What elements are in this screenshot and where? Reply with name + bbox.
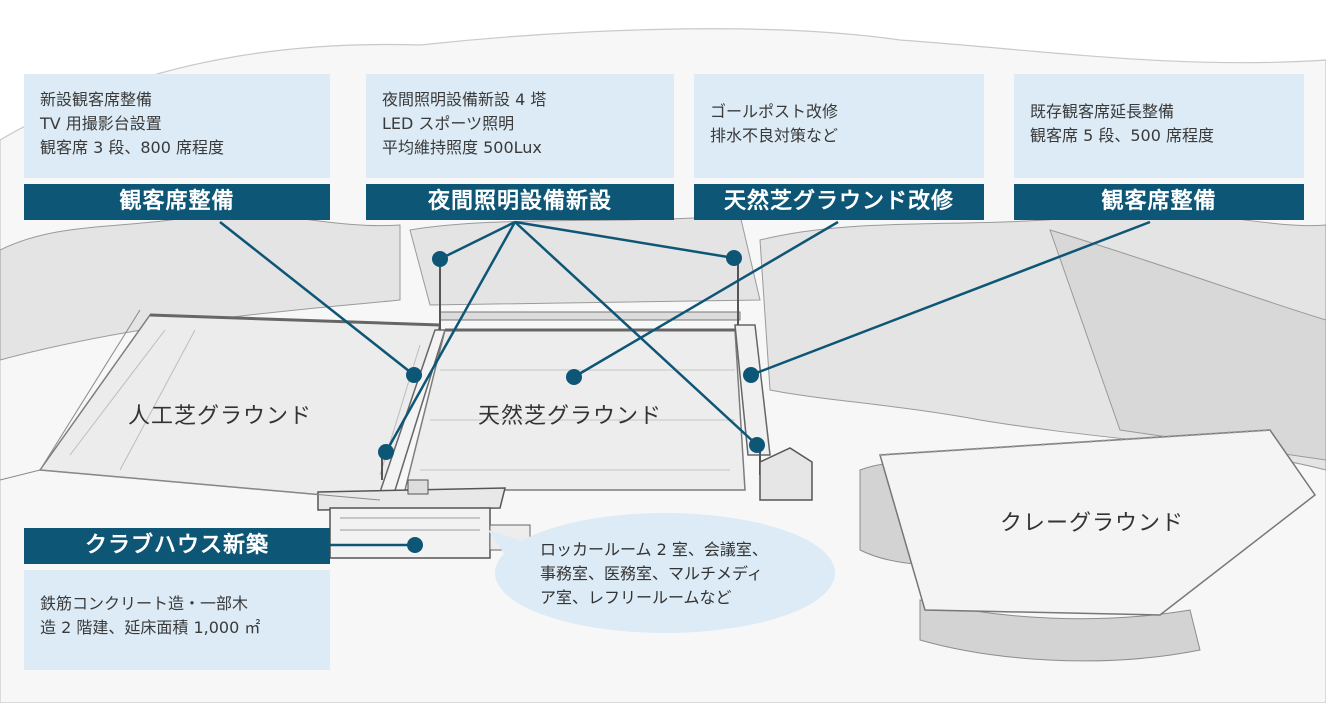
info-box-existing-stand: 既存観客席延長整備 観客席 5 段、500 席程度 bbox=[1014, 74, 1304, 178]
natural-turf-field bbox=[404, 311, 746, 491]
info-line: 夜間照明設備新設 4 塔 bbox=[382, 90, 547, 109]
label-clay-ground: クレーグラウンド bbox=[1000, 511, 1185, 536]
label-stand-new: 観客席整備 bbox=[24, 184, 330, 220]
info-box-lighting: 夜間照明設備新設 4 塔 LED スポーツ照明 平均維持照度 500Lux bbox=[366, 74, 674, 178]
info-line: LED スポーツ照明 bbox=[382, 114, 515, 133]
connector-dot bbox=[566, 369, 582, 385]
info-box-natural-turf: ゴールポスト改修 排水不良対策など bbox=[694, 74, 984, 178]
connector-dots bbox=[378, 250, 765, 553]
small-hut bbox=[759, 447, 813, 501]
info-line: TV 用撮影台設置 bbox=[40, 114, 162, 133]
label-lighting: 夜間照明設備新設 bbox=[366, 184, 674, 220]
info-line: 鉄筋コンクリート造・一部木 bbox=[40, 594, 249, 613]
connector-dot bbox=[378, 444, 394, 460]
label-clubhouse: クラブハウス新築 bbox=[24, 528, 330, 564]
connector-dot bbox=[407, 537, 423, 553]
info-line: ゴールポスト改修 bbox=[710, 102, 839, 121]
info-line: 新設観客席整備 bbox=[40, 90, 153, 109]
bubble-shape bbox=[488, 513, 835, 633]
fences bbox=[0, 309, 381, 501]
connector-dot bbox=[749, 437, 765, 453]
clubhouse-rooms-bubble: ロッカールーム 2 室、会議室、 事務室、医務室、マルチメディ ア室、レフリール… bbox=[540, 538, 768, 610]
artificial-turf-field bbox=[38, 313, 442, 501]
clay-ground bbox=[879, 429, 1317, 616]
info-line: 観客席 3 段、800 席程度 bbox=[40, 138, 224, 157]
info-line: 既存観客席延長整備 bbox=[1030, 102, 1175, 121]
label-stand-existing: 観客席整備 bbox=[1014, 184, 1304, 220]
label-natural-turf-ground: 天然芝グラウンド bbox=[478, 404, 663, 429]
connector-dot bbox=[432, 251, 448, 267]
label-artificial-turf-ground: 人工芝グラウンド bbox=[128, 404, 313, 429]
existing-stand bbox=[734, 324, 771, 456]
bubble-line: 事務室、医務室、マルチメディ bbox=[540, 564, 763, 583]
info-line: 排水不良対策など bbox=[710, 126, 839, 145]
bubble-line: ロッカールーム 2 室、会議室、 bbox=[540, 540, 768, 559]
info-box-clubhouse: 鉄筋コンクリート造・一部木 造 2 階建、延床面積 1,000 ㎡ bbox=[24, 570, 330, 670]
bubble-line: ア室、レフリールームなど bbox=[540, 588, 732, 607]
info-line: 観客席 5 段、500 席程度 bbox=[1030, 126, 1214, 145]
connector-lines bbox=[219, 220, 1151, 547]
label-natural-turf-renovation: 天然芝グラウンド改修 bbox=[694, 184, 984, 220]
connector-dot bbox=[743, 367, 759, 383]
info-line: 平均維持照度 500Lux bbox=[382, 138, 542, 157]
info-box-new-stand: 新設観客席整備 TV 用撮影台設置 観客席 3 段、800 席程度 bbox=[24, 74, 330, 178]
connector-dot bbox=[406, 367, 422, 383]
forest-area bbox=[0, 212, 1326, 471]
info-line: 造 2 階建、延床面積 1,000 ㎡ bbox=[40, 618, 261, 637]
connector-dot bbox=[726, 250, 742, 266]
clubhouse-building bbox=[317, 479, 531, 559]
